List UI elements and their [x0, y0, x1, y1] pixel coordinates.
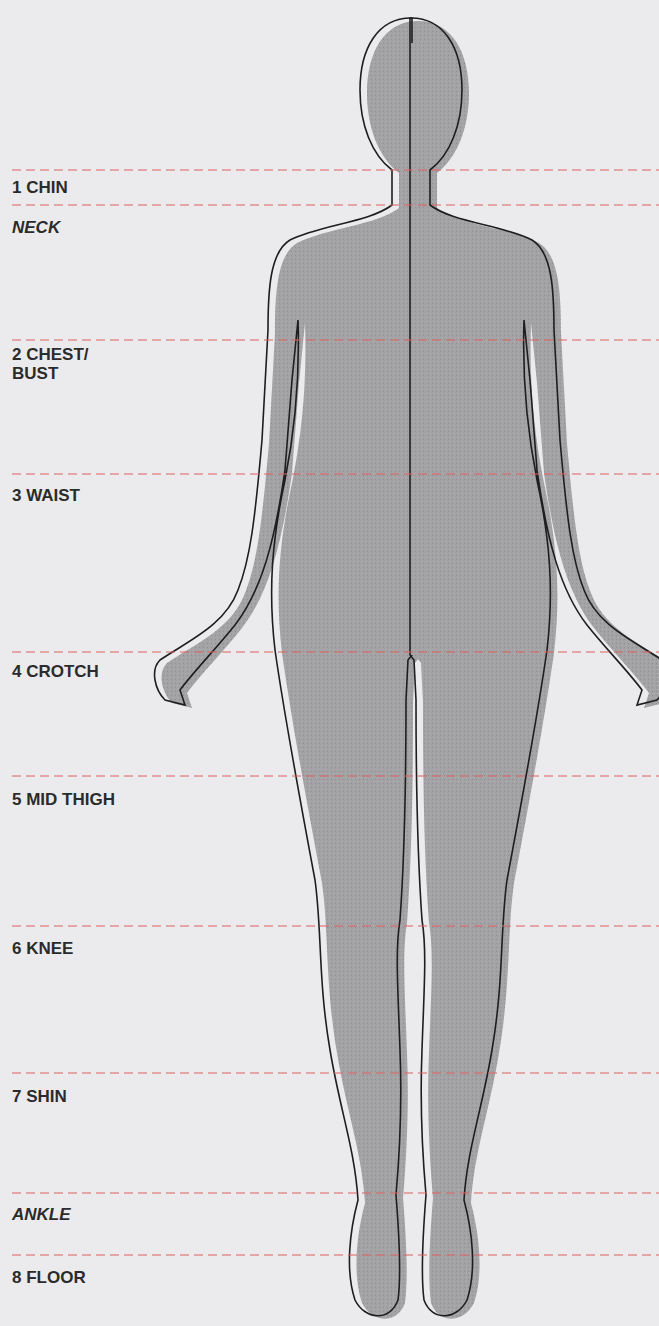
level-label: NECK [12, 218, 60, 237]
level-label: 6 KNEE [12, 939, 73, 958]
level-line [12, 652, 659, 653]
level-label: 1 CHIN [12, 178, 68, 197]
level-label: 7 SHIN [12, 1087, 67, 1106]
body-outline [155, 18, 659, 1316]
level-line [12, 776, 659, 777]
level-label: 5 MID THIGH [12, 790, 115, 809]
level-line [12, 340, 659, 341]
level-line [12, 1255, 659, 1256]
level-line [12, 926, 659, 927]
level-line [12, 474, 659, 475]
level-line [12, 170, 659, 171]
level-label: 8 FLOOR [12, 1268, 86, 1287]
level-line [12, 1073, 659, 1074]
body-center [411, 43, 425, 655]
level-label: ANKLE [12, 1205, 71, 1224]
level-label: 4 CROTCH [12, 662, 99, 681]
level-label: 2 CHEST/ BUST [12, 345, 92, 383]
level-line [12, 1193, 659, 1194]
level-line [12, 205, 659, 206]
level-lines [12, 170, 659, 1255]
level-label: 3 WAIST [12, 486, 80, 505]
